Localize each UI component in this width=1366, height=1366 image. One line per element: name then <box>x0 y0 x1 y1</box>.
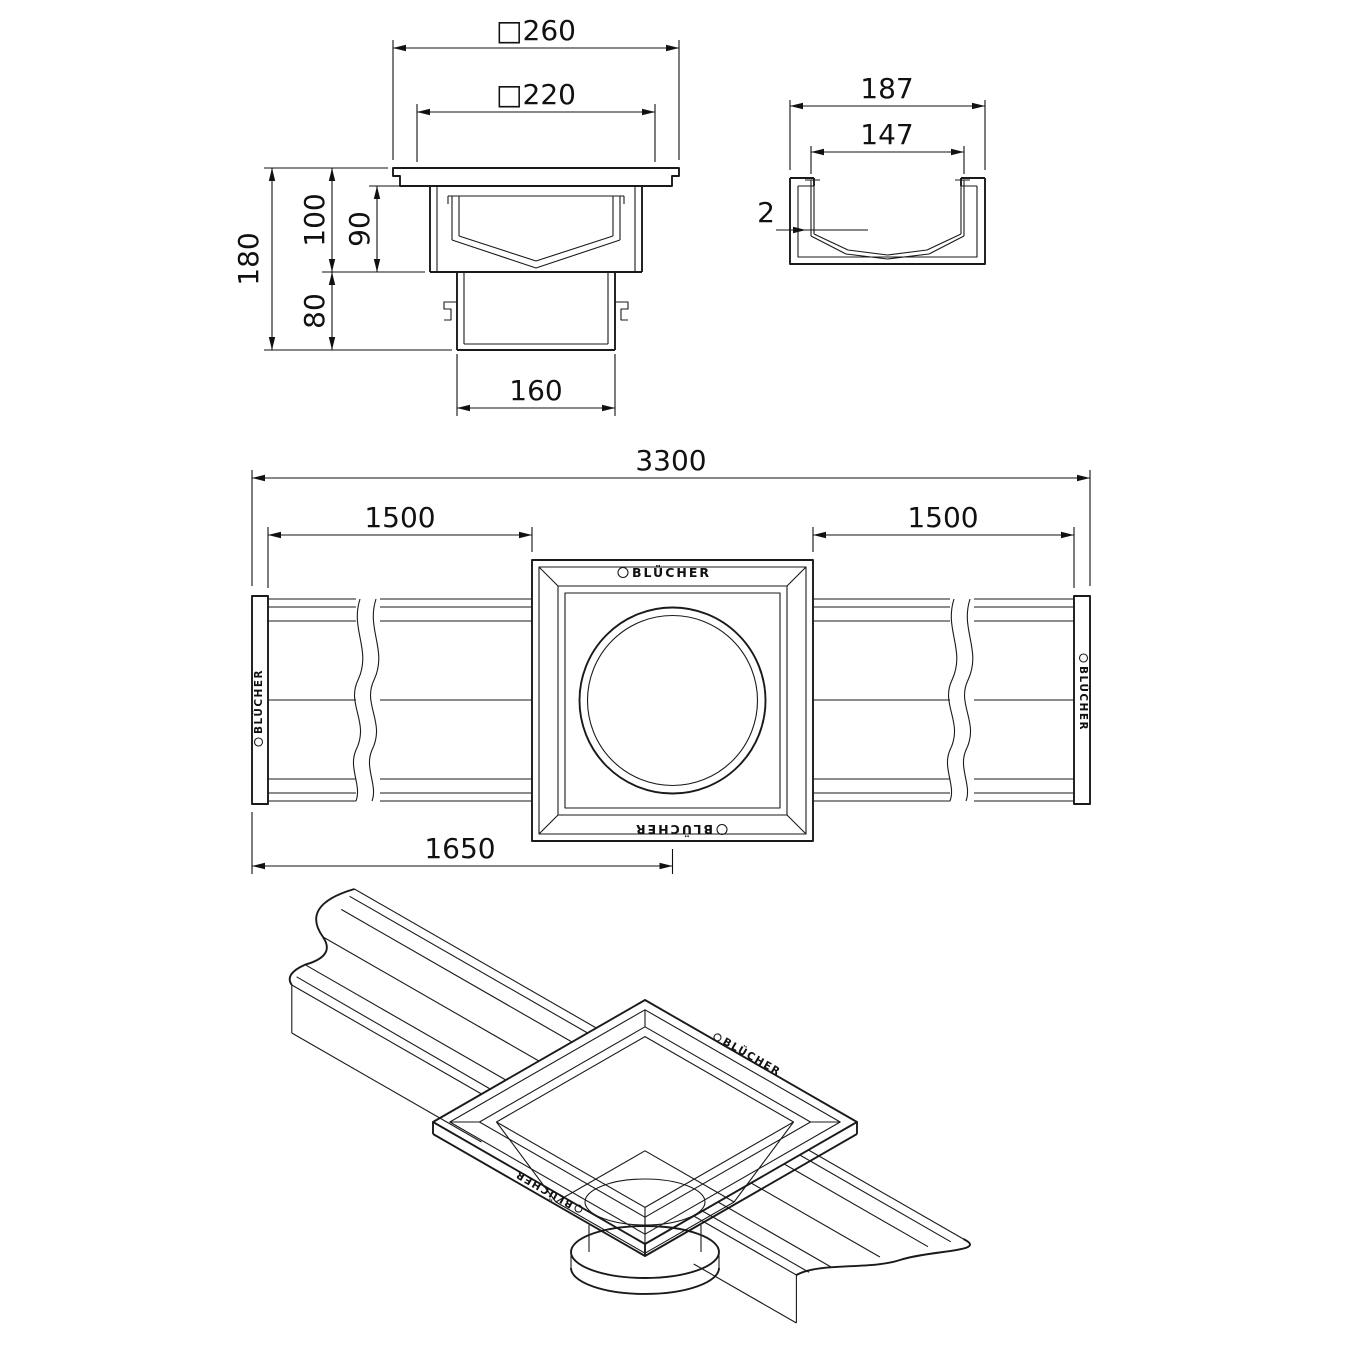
cross-section-view: 187 147 2 <box>757 72 986 265</box>
brand-text: BLÜCHER <box>512 1167 575 1212</box>
bluecher-logo-icon <box>713 1033 722 1042</box>
brand-text: BLÜCHER <box>632 565 711 580</box>
dim-text-left-length: 1500 <box>364 501 435 534</box>
drain-insert-funnel <box>447 195 625 269</box>
extension-lines-1500-left <box>267 527 533 588</box>
bluecher-logo-icon <box>574 1204 583 1213</box>
dim-text-upper-height: 100 <box>298 193 331 246</box>
front-view: □260 □220 180 100 90 80 160 <box>232 14 680 416</box>
channel-outer-profile <box>789 177 986 265</box>
iso-channel-upper-side-face <box>291 985 482 1143</box>
extension-lines-260 <box>392 40 680 160</box>
brand-text: BLÜCHER <box>1077 666 1091 731</box>
brand-mark-left-cap: BLÜCHER <box>251 669 265 747</box>
drain-spigot-inner <box>463 272 609 345</box>
round-cover-inner <box>586 614 759 787</box>
dim-text-outer-square: □260 <box>496 14 576 47</box>
front-view-dimensions: □260 □220 180 100 90 80 160 <box>232 14 680 416</box>
iso-outlet-flange-bottom <box>570 1267 720 1295</box>
brand-text: BLÜCHER <box>251 669 265 734</box>
break-line-right <box>946 598 974 802</box>
extension-lines-220 <box>416 104 656 162</box>
dim-text-inner-square: □220 <box>496 78 576 111</box>
brand-mark-square-bottom: BLÜCHER <box>634 822 728 837</box>
drain-flange <box>392 167 680 187</box>
square-frame-line2 <box>538 566 807 835</box>
plan-dimensions: 3300 1500 1500 1650 <box>251 444 1091 874</box>
channel-lines-right-segment <box>813 598 1074 802</box>
extension-lines-1500-right <box>812 527 1075 588</box>
dim-text-outer-width: 187 <box>860 72 913 105</box>
iso-square-frame: BLÜCHER BLÜCHER <box>432 999 858 1257</box>
brand-mark-square-top: BLÜCHER <box>617 565 711 580</box>
iso-frame-inner <box>495 1036 795 1208</box>
iso-frame-depth-edges <box>432 1122 858 1257</box>
iso-outlet-cylinder <box>570 1225 720 1268</box>
dim-text-total-height: 180 <box>232 232 265 285</box>
dim-text-lower-height: 80 <box>298 293 331 329</box>
extension-lines-3300 <box>251 470 1091 586</box>
iso-channel-upper-lines <box>291 888 597 1095</box>
bluecher-logo-icon <box>716 823 728 836</box>
bluecher-logo-icon <box>1078 653 1089 663</box>
dim-text-inner-width: 147 <box>860 118 913 151</box>
iso-channel-lower-lines <box>693 1149 964 1276</box>
cross-section-dimensions: 187 147 2 <box>757 72 986 234</box>
brand-mark-right-cap: BLÜCHER <box>1077 653 1091 731</box>
channel-lines-left-segment <box>268 598 532 802</box>
iso-channel-upper-break <box>288 888 355 986</box>
drain-body <box>429 186 643 273</box>
drain-body-inner-walls <box>436 186 636 272</box>
drain-spigot <box>456 272 616 351</box>
square-frame-line3 <box>557 585 788 816</box>
iso-channel-lower-break <box>795 1238 971 1276</box>
bluecher-logo-icon <box>617 566 629 579</box>
dim-text-center-offset: 1650 <box>424 832 495 865</box>
channel-liner <box>805 179 970 260</box>
spigot-clip-left <box>443 301 457 321</box>
round-cover-outer <box>578 606 767 795</box>
dim-text-total-length: 3300 <box>635 444 706 477</box>
extension-lines-187 <box>789 100 986 170</box>
extension-lines-heights <box>264 167 616 416</box>
dim-text-outlet-width: 160 <box>509 374 562 407</box>
break-line-left <box>352 598 380 802</box>
iso-channel-lower-side-face <box>693 1263 797 1324</box>
isometric-view: BLÜCHER BLÜCHER <box>288 888 971 1324</box>
square-frame-inner <box>564 592 781 809</box>
square-frame-outer <box>531 559 814 842</box>
channel-body-inner-surface <box>797 185 978 258</box>
dim-text-right-length: 1500 <box>907 501 978 534</box>
dim-text-insert-height: 90 <box>343 211 376 247</box>
square-frame-corner-miters <box>538 566 807 835</box>
plan-view: BLÜCHER BLÜCHER BLÜCHER BLÜCHER 3300 150… <box>251 444 1091 874</box>
brand-text: BLÜCHER <box>634 822 713 837</box>
bluecher-logo-icon <box>253 737 264 747</box>
iso-frame-corner-miters <box>449 1009 841 1235</box>
dim-text-wall-thickness: 2 <box>757 196 775 229</box>
spigot-clip-right <box>615 301 629 321</box>
plan-square-drain: BLÜCHER BLÜCHER <box>531 559 814 842</box>
